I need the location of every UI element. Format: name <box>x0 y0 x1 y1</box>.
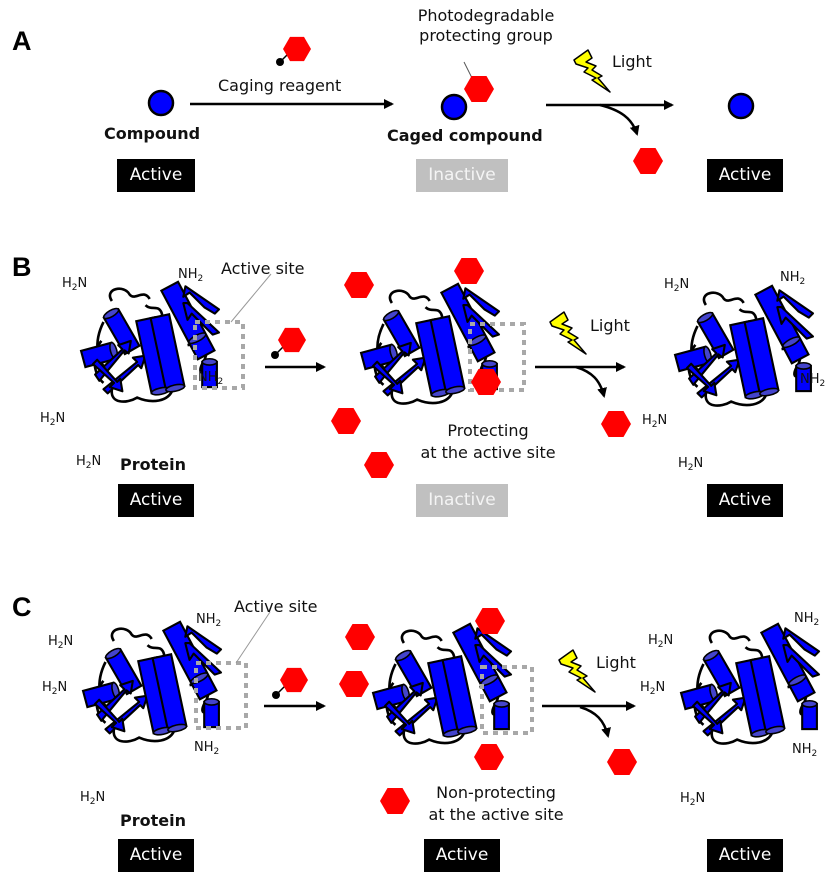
panel-label-b: B <box>12 252 32 282</box>
amine-label: H2N <box>48 634 74 651</box>
light-icon <box>573 49 611 93</box>
protein-icon <box>81 620 223 743</box>
release-arrow <box>599 103 640 136</box>
amine-label: NH2 <box>178 267 204 284</box>
amine-label: H2N <box>664 277 690 294</box>
released-group-icon <box>633 148 663 174</box>
amine-label: NH2 <box>194 740 220 757</box>
protecting-note: Protecting at the active site <box>404 420 572 464</box>
panel-b-graphics <box>79 258 815 478</box>
amine-label: NH2 <box>794 611 820 628</box>
light-label: Light <box>596 653 636 672</box>
amine-label: H2N <box>648 633 674 650</box>
active-site-label: Active site <box>234 597 318 616</box>
panel-a-graphics <box>147 36 755 174</box>
panel-c-graphics <box>81 608 821 814</box>
amine-label: H2N <box>678 456 704 473</box>
amine-label: NH2 <box>800 372 826 389</box>
non-protecting-note-line1: Non-protecting <box>436 783 556 802</box>
active-site-pointer <box>230 273 272 323</box>
release-arrow <box>575 365 607 398</box>
protecting-note-line1: Protecting <box>447 421 529 440</box>
caged-compound-label: Caged compound <box>387 126 543 145</box>
status-badge-active: Active <box>707 839 783 872</box>
amine-label: NH2 <box>196 612 222 629</box>
amine-label: H2N <box>62 276 88 293</box>
status-badge-active: Active <box>424 839 500 872</box>
restored-protein-icon <box>679 622 821 745</box>
status-badge-active: Active <box>707 159 783 192</box>
protecting-group-label: Photodegradable protecting group <box>398 6 574 46</box>
compound-label: Compound <box>104 124 201 143</box>
light-icon <box>558 649 596 693</box>
amine-label: H2N <box>76 454 102 471</box>
caging-reagent-icon <box>271 327 306 359</box>
amine-label: NH2 <box>780 270 806 287</box>
caging-reagent-label: Caging reagent <box>218 76 342 95</box>
amine-label: H2N <box>40 411 66 428</box>
amine-label: H2N <box>640 680 666 697</box>
protein-label: Protein <box>120 455 186 474</box>
compound-icon <box>147 89 175 117</box>
protecting-group-label-line1: Photodegradable <box>417 6 555 25</box>
active-site-pointer <box>235 611 271 664</box>
released-group-icon <box>601 411 631 437</box>
amine-label: H2N <box>80 790 106 807</box>
caged-compound-icon <box>440 61 494 121</box>
released-group-icon <box>607 749 637 775</box>
amine-label: H2N <box>680 791 706 808</box>
amine-label: NH2 <box>198 370 224 387</box>
status-badge-active: Active <box>118 484 194 517</box>
panel-label-c: C <box>12 592 32 622</box>
status-badge-active: Active <box>118 839 194 872</box>
restored-protein-icon <box>673 284 815 407</box>
status-badge-inactive: Inactive <box>416 484 508 517</box>
free-compound-icon <box>727 92 755 120</box>
protein-label: Protein <box>120 811 186 830</box>
amine-label: NH2 <box>792 742 818 759</box>
protecting-group-label-line2: protecting group <box>419 26 553 45</box>
status-badge-inactive: Inactive <box>416 159 508 192</box>
non-protecting-note: Non-protecting at the active site <box>412 782 580 826</box>
amine-label: H2N <box>642 413 668 430</box>
release-arrow <box>579 705 611 738</box>
amine-label: H2N <box>42 680 68 697</box>
active-site-box <box>193 320 245 390</box>
light-label: Light <box>590 316 630 335</box>
active-site-box <box>480 665 534 735</box>
caging-reagent-icon <box>272 667 308 699</box>
status-badge-active: Active <box>707 484 783 517</box>
non-protecting-note-line2: at the active site <box>428 805 564 824</box>
light-icon <box>549 311 587 355</box>
caged-protein-icon <box>371 622 513 745</box>
caging-reagent-icon <box>276 36 311 66</box>
active-site-label: Active site <box>221 259 305 278</box>
active-site-box <box>194 661 248 730</box>
protecting-note-line2: at the active site <box>420 443 556 462</box>
panel-label-a: A <box>12 26 32 56</box>
light-label: Light <box>612 52 652 71</box>
status-badge-active: Active <box>117 159 195 192</box>
